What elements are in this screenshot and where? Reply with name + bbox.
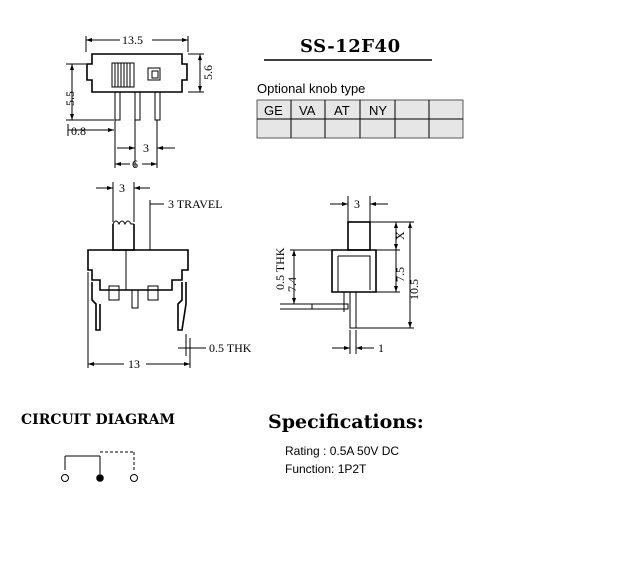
- front-travel-label: 3 TRAVEL: [168, 197, 223, 211]
- side-dim-7-4: 7.4: [285, 277, 299, 292]
- knob-type-at: AT: [334, 103, 350, 118]
- top-span-dim: 6: [132, 157, 138, 171]
- top-pin-offset-dim: 0.8: [71, 124, 86, 138]
- knob-type-ge: GE: [264, 103, 283, 118]
- top-pitch-dim: 3: [143, 141, 149, 155]
- side-knob-dim: 3: [354, 197, 360, 211]
- side-view-drawing: 3 X 7.5 10.5 7: [273, 196, 421, 355]
- knob-type-ny: NY: [369, 103, 387, 118]
- side-thk-label: 0.5 THK: [273, 247, 287, 290]
- top-view-drawing: 13.5 5.6 5.5: [63, 33, 215, 171]
- front-thk-label: 0.5 THK: [209, 341, 252, 355]
- top-height-right-dim: 5.6: [201, 65, 215, 80]
- specifications-title: Specifications:: [268, 411, 424, 433]
- circuit-symbol: [61, 451, 138, 482]
- side-dim-10-5: 10.5: [407, 279, 421, 300]
- terminal-left: [61, 474, 69, 482]
- front-width-dim: 13: [128, 357, 140, 371]
- front-view-drawing: 3 3 TRAVEL 0.5 THK 13: [87, 181, 252, 371]
- part-number-title: SS-12F40: [300, 36, 401, 57]
- knob-type-va: VA: [299, 103, 316, 118]
- side-dim-7-5: 7.5: [393, 267, 407, 282]
- top-height-left-dim: 5.5: [63, 91, 77, 106]
- circuit-diagram-title: CIRCUIT DIAGRAM: [21, 412, 175, 428]
- knob-table-title: Optional knob type: [257, 81, 365, 96]
- top-width-dim: 13.5: [122, 33, 143, 47]
- spec-function: Function: 1P2T: [285, 462, 367, 476]
- terminal-right: [130, 474, 138, 482]
- knob-type-table: Optional knob type GE VA AT NY: [256, 81, 464, 139]
- spec-rating: Rating : 0.5A 50V DC: [285, 444, 399, 458]
- terminal-common: [96, 474, 104, 482]
- knob-hatch: [114, 63, 131, 87]
- front-knob-dim: 3: [119, 181, 125, 195]
- side-x-label: X: [393, 231, 407, 240]
- side-pin-dim: 1: [378, 341, 384, 355]
